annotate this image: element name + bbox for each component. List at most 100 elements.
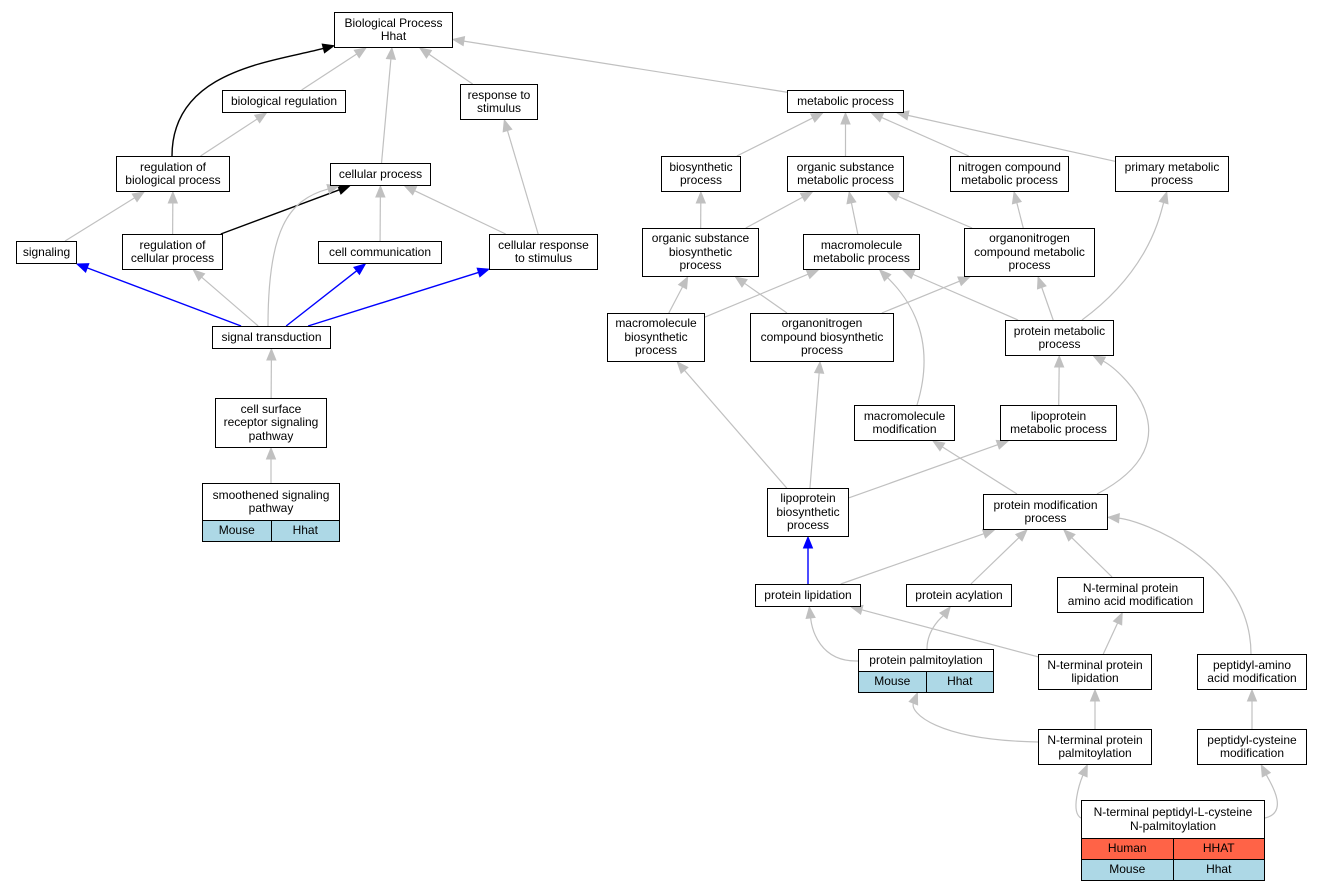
edge-is_a-lipobiosyn-to-lipometab [848, 444, 998, 499]
edge-is_a-sigtrans-to-regcell [201, 276, 259, 327]
edge-is_a-cellresp-to-cellproc [414, 190, 506, 235]
arrowhead [265, 446, 277, 460]
arrowhead [886, 191, 901, 202]
term-label-line: metabolic process [813, 251, 910, 265]
go-term-protlip[interactable]: protein lipidation [755, 584, 861, 607]
arrowhead [938, 605, 951, 620]
arrowhead [1089, 688, 1101, 702]
edge-is_a-lipobiosyn-to-orgnitrobiosyn [809, 372, 820, 489]
arrowhead [353, 263, 367, 276]
arrowhead [418, 47, 433, 59]
term-label-line: cellular response [498, 237, 589, 252]
arrowhead [266, 347, 277, 361]
term-label-line: N-terminal protein [1047, 732, 1143, 747]
edge-is_a-cellproc-to-bp [380, 58, 392, 164]
term-label-line: process [1024, 511, 1067, 525]
arrowhead [403, 185, 418, 196]
term-label-line: receptor signaling [223, 415, 319, 430]
term-label-line: peptidyl-cysteine [1207, 732, 1297, 747]
term-label-line: biosynthetic [669, 159, 733, 174]
arrowhead [813, 360, 825, 374]
arrowhead [75, 263, 90, 273]
arrowhead [908, 691, 919, 706]
edge-is_a-orgbiosyn-to-orgsub [745, 196, 803, 229]
term-label-line: protein modification [993, 497, 1098, 512]
term-label-line: acid modification [1207, 671, 1297, 685]
term-label-line: cell communication [328, 244, 432, 259]
arrowhead [878, 269, 892, 282]
go-term-cellproc[interactable]: cellular process [330, 163, 431, 186]
go-term-sigtrans[interactable]: signal transduction [212, 326, 331, 349]
term-label-line: signal transduction [221, 329, 322, 344]
term-label-line: protein palmitoylation [869, 652, 983, 667]
edge-is_a-orgnitro-to-orgsub [897, 195, 973, 229]
edge-is_a-protmetab-to-primary [1081, 202, 1165, 321]
arrowhead [1260, 763, 1272, 778]
term-label-line: biological regulation [230, 93, 338, 108]
go-term-signaling[interactable]: signaling [16, 241, 77, 264]
term-label-line: cellular process [130, 251, 215, 265]
gene-cell: Hhat [925, 672, 994, 692]
term-label-line: process [679, 173, 723, 187]
term-label-line: organic substance [651, 231, 750, 246]
term-label-line: process [786, 518, 830, 533]
go-term-cellcomm[interactable]: cell communication [318, 241, 442, 264]
term-label-line: macromolecule [820, 237, 903, 252]
edge-is_a-ntermcys-to-peptcys [1264, 774, 1278, 819]
edge-is_a-macrometab-to-orgsub [850, 202, 859, 235]
go-term-protacyl[interactable]: protein acylation [906, 584, 1012, 607]
term-label-line: N-terminal protein [1047, 657, 1143, 672]
term-label-line: primary metabolic [1124, 159, 1220, 174]
go-term-metab[interactable]: metabolic process [787, 90, 904, 113]
go-term-bioreg[interactable]: biological regulation [222, 90, 346, 113]
edge-is_a-regbio-to-bioreg [200, 118, 258, 157]
term-label-line: metabolic process [1010, 422, 1107, 436]
edge-is_a-macrobiosyn-to-orgbiosyn [668, 286, 684, 314]
term-label-line: metabolic process [797, 93, 894, 108]
arrowhead [1011, 190, 1023, 205]
term-label-line: nitrogen compound [958, 159, 1061, 174]
arrowhead [375, 184, 386, 198]
arrowhead [131, 191, 146, 203]
term-label-line: process [1008, 258, 1051, 273]
term-label-line: process [800, 343, 844, 358]
edge-regulates-regbio-to-bp [171, 47, 324, 157]
term-label-line: regulation of [139, 237, 206, 252]
edge-is_a-macrobiosyn-to-macrometab [704, 273, 809, 318]
term-label-line: modification [872, 422, 937, 436]
term-label-line: cell surface [240, 401, 302, 416]
arrowhead [451, 36, 466, 47]
term-label-line: response to [467, 87, 531, 102]
species-cell: Mouse [218, 523, 255, 538]
